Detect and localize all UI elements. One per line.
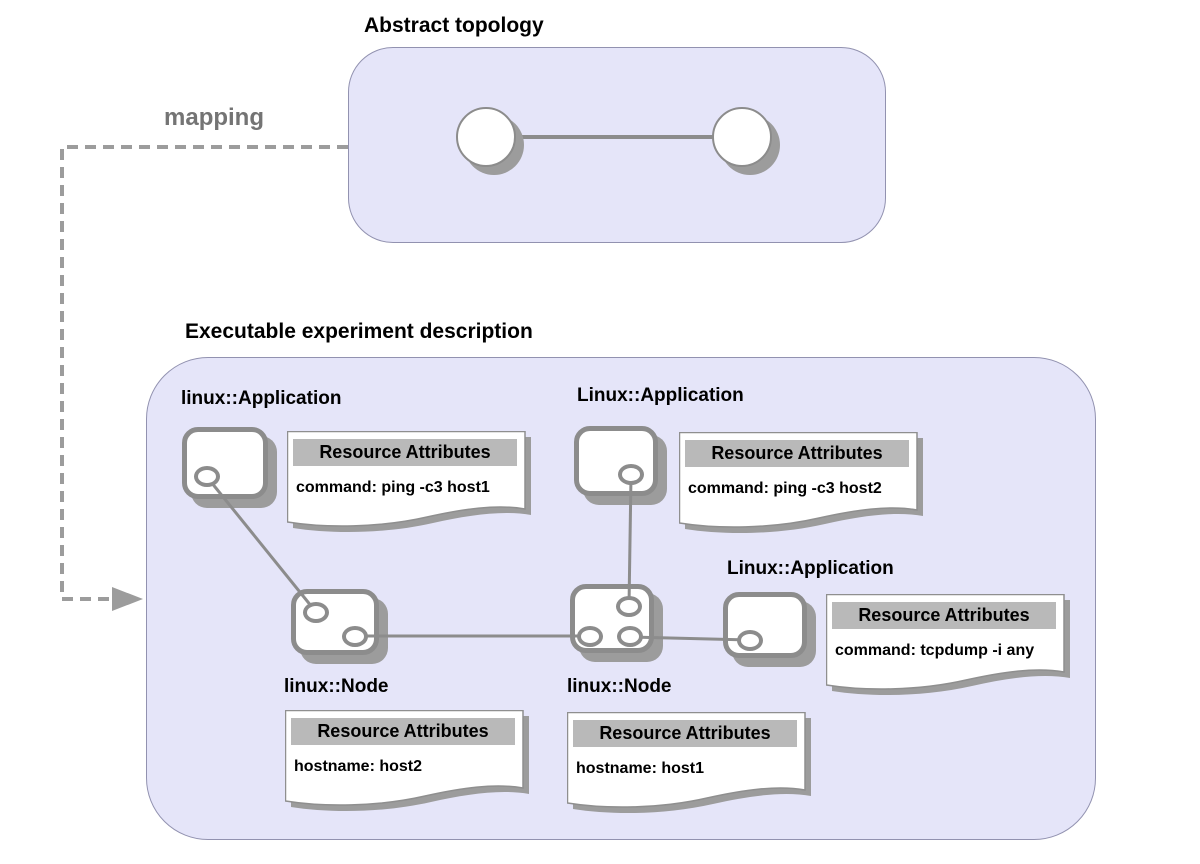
- mapping-label: mapping: [164, 104, 264, 131]
- app2-port-icon: [618, 464, 644, 485]
- node1-square: [291, 589, 379, 655]
- app2-label: Linux::Application: [577, 385, 744, 406]
- app3-node: [723, 592, 807, 658]
- abstract-topology-title: Abstract topology: [364, 14, 544, 37]
- node2-label: linux::Node: [567, 676, 672, 697]
- node1-port1-icon: [303, 602, 329, 623]
- note-title: Resource Attributes: [573, 720, 797, 747]
- app3-label: Linux::Application: [727, 558, 894, 579]
- note-title: Resource Attributes: [291, 718, 515, 745]
- app3-port-icon: [737, 630, 763, 651]
- note-body: hostname: host1: [576, 760, 705, 777]
- executable-title: Executable experiment description: [185, 320, 533, 343]
- app1-resource-note: Resource Attributes command: ping -c3 ho…: [287, 431, 533, 533]
- node1-label: linux::Node: [284, 676, 389, 697]
- note-title: Resource Attributes: [293, 439, 517, 466]
- note-body: command: ping -c3 host2: [688, 480, 882, 497]
- node2-resource-note: Resource Attributes hostname: host1: [567, 712, 813, 814]
- note-title: Resource Attributes: [832, 602, 1056, 629]
- abstract-node-right: [712, 107, 772, 167]
- note-body: hostname: host2: [294, 758, 423, 775]
- node2-port2-icon: [577, 626, 603, 647]
- node1-resource-note: Resource Attributes hostname: host2: [285, 710, 531, 812]
- note-title: Resource Attributes: [685, 440, 909, 467]
- note-body: command: tcpdump -i any: [835, 642, 1035, 659]
- app2-node: [574, 426, 658, 496]
- app1-node: [182, 427, 268, 499]
- node2-port1-icon: [616, 596, 642, 617]
- mapping-arrowhead-icon: [112, 587, 143, 611]
- app3-resource-note: Resource Attributes command: tcpdump -i …: [826, 594, 1072, 696]
- abstract-node-left: [456, 107, 516, 167]
- app1-port-icon: [194, 466, 220, 487]
- note-body: command: ping -c3 host1: [296, 479, 490, 496]
- node1-port2-icon: [342, 626, 368, 647]
- app2-resource-note: Resource Attributes command: ping -c3 ho…: [679, 432, 925, 534]
- app1-label: linux::Application: [181, 388, 342, 409]
- abstract-topology-panel: [348, 47, 886, 243]
- node2-port3-icon: [617, 626, 643, 647]
